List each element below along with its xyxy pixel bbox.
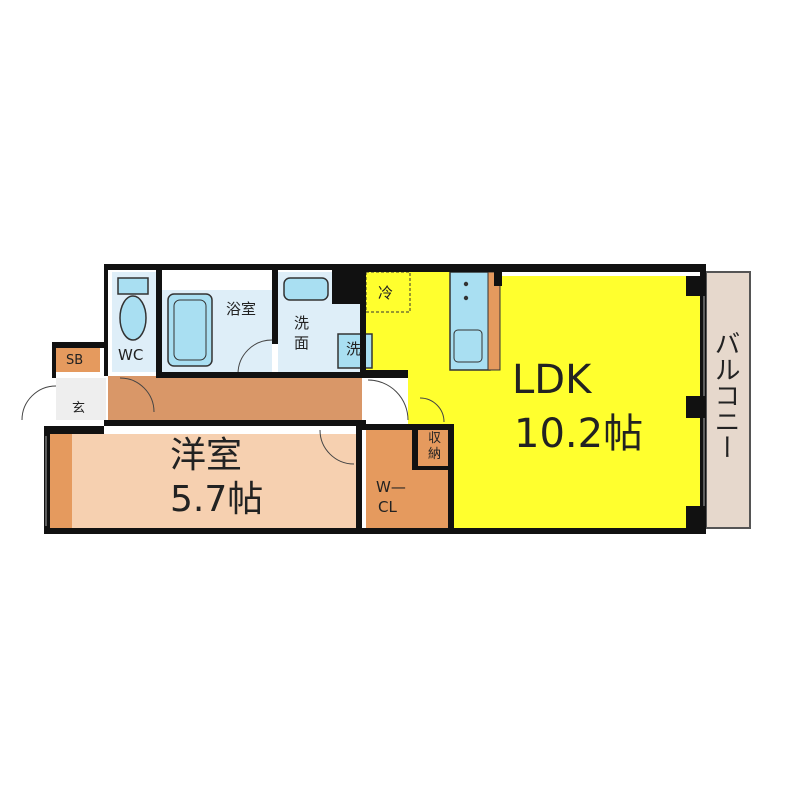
- storage-floor: [418, 428, 452, 468]
- shoe-box-floor: [56, 348, 100, 372]
- wash-basin: [283, 277, 329, 301]
- walls: [44, 264, 706, 534]
- bathtub-inner: [173, 299, 207, 361]
- door-swing: [319, 429, 355, 465]
- door-swing: [367, 379, 409, 421]
- kitchen-back-counter: [487, 271, 501, 371]
- kitchen-sink: [453, 329, 483, 363]
- wc-label: WC: [118, 346, 144, 364]
- entrance-label: 玄: [72, 401, 86, 416]
- window-lines: [45, 296, 705, 526]
- ldk-name: LDK: [512, 357, 592, 403]
- fridge-space: [365, 271, 411, 313]
- door-swing: [237, 339, 273, 375]
- ldk-size: 10.2帖: [514, 411, 644, 457]
- toilet-tank: [117, 277, 149, 295]
- western-room-name: 洋室: [170, 435, 243, 476]
- door-swing: [419, 397, 445, 423]
- walk-in-closet-label-line2: CL: [378, 498, 397, 516]
- western-room-edge: [50, 434, 72, 528]
- washroom-label-line2: 面: [294, 334, 310, 352]
- washer-space: [337, 333, 373, 369]
- balcony-label: バルコニー: [710, 330, 740, 460]
- bathroom-label: 浴室: [226, 300, 257, 318]
- walk-in-closet-label-line1: W—: [376, 478, 406, 496]
- entrance-floor: [56, 378, 106, 420]
- western-room-size: 5.7帖: [170, 479, 264, 520]
- stove-burner: [463, 295, 469, 301]
- storage-label-line2: 納: [428, 447, 442, 462]
- washroom-label-line1: 洗: [294, 314, 310, 332]
- door-swing: [119, 377, 155, 413]
- washer-label: 洗: [346, 340, 362, 358]
- door-swing: [21, 385, 57, 421]
- shoe-box-label: SB: [66, 353, 84, 368]
- hallway-floor: [108, 376, 362, 420]
- toilet-bowl: [119, 295, 147, 341]
- stove-burner: [463, 281, 469, 287]
- fridge-label: 冷: [378, 284, 394, 302]
- western-room-floor: [50, 434, 360, 528]
- storage-label-line1: 収: [428, 431, 442, 446]
